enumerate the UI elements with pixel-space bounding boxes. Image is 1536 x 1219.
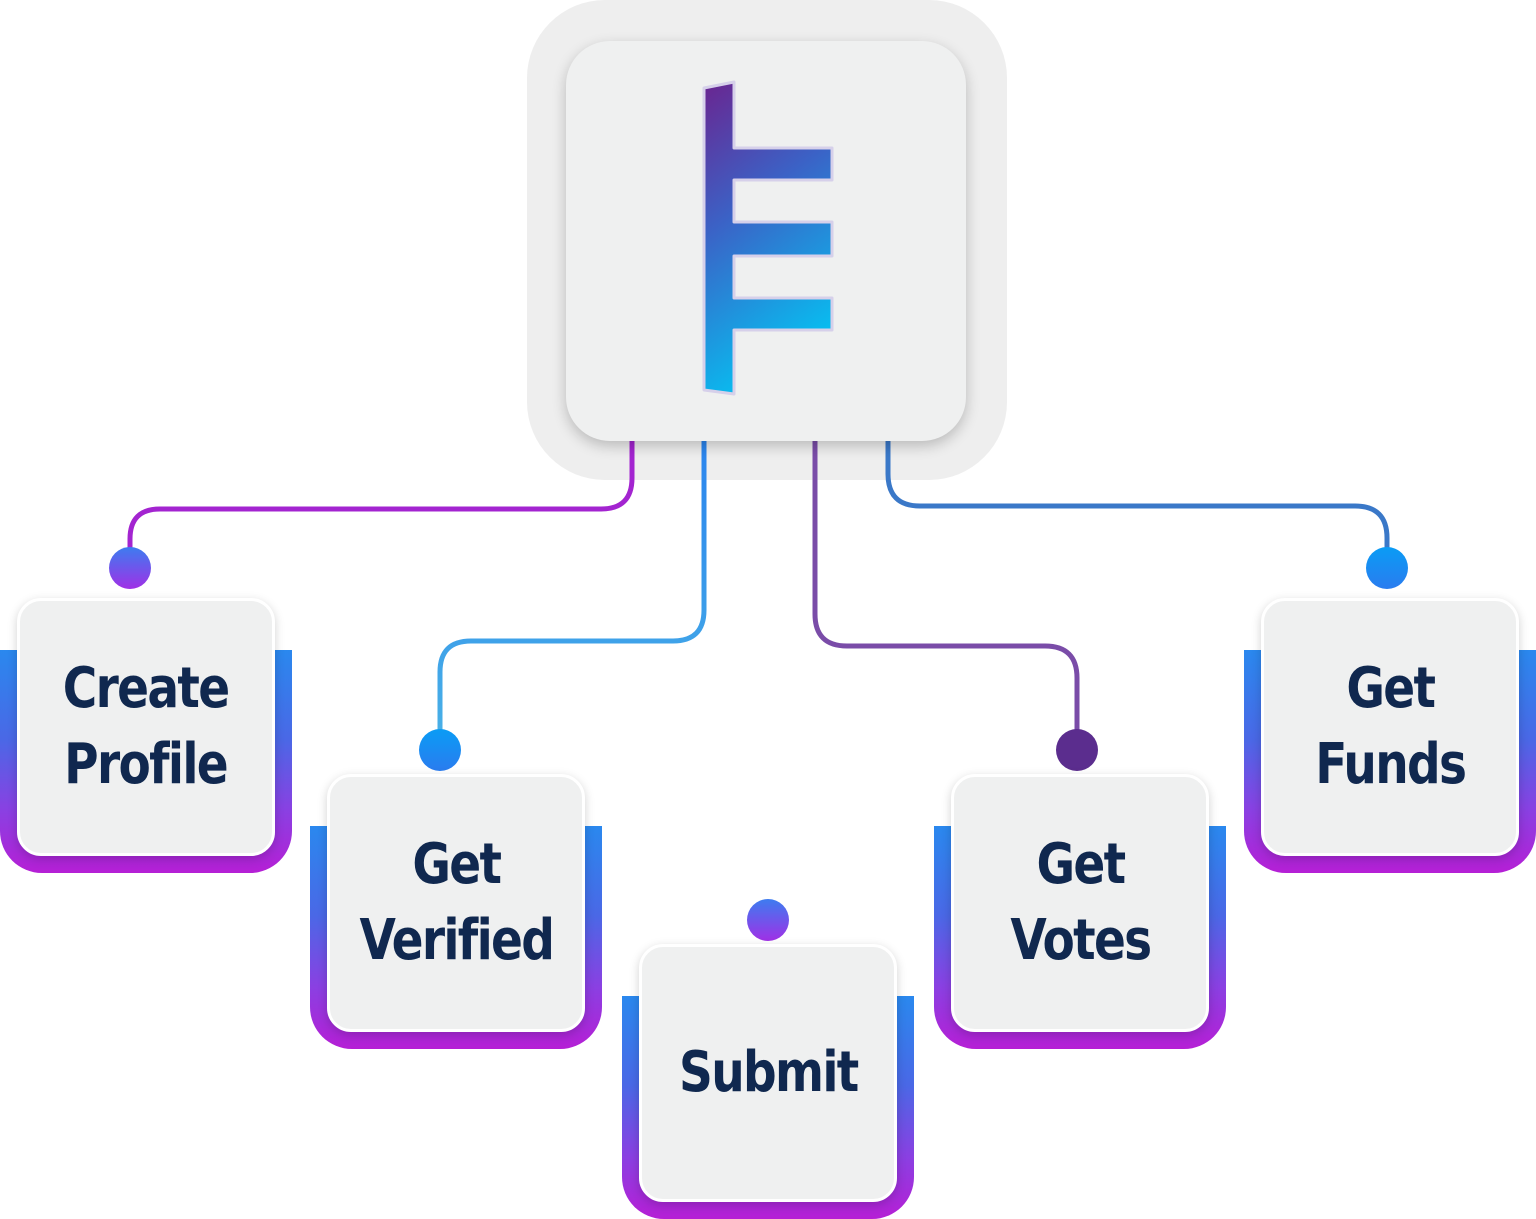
step-get-funds: Get Funds bbox=[1244, 598, 1536, 873]
step-label: Create Profile bbox=[63, 656, 230, 797]
connector-dot-get-funds bbox=[1366, 547, 1408, 589]
connector-get-votes bbox=[812, 440, 1080, 750]
step-get-verified: Get Verified bbox=[310, 774, 602, 1049]
step-label: Get Verified bbox=[359, 832, 554, 973]
step-card: Submit bbox=[639, 944, 897, 1202]
ladder-logo-icon bbox=[702, 80, 834, 396]
step-label: Get Funds bbox=[1314, 656, 1467, 797]
connector-dot-create-profile bbox=[109, 547, 151, 589]
step-card: Get Verified bbox=[327, 774, 585, 1032]
step-label: Get Votes bbox=[1009, 832, 1152, 973]
connector-dot-get-verified bbox=[419, 729, 461, 771]
step-get-votes: Get Votes bbox=[934, 774, 1226, 1049]
connector-create-profile bbox=[127, 440, 635, 568]
step-create-profile: Create Profile bbox=[0, 598, 292, 873]
step-label: Submit bbox=[678, 1040, 859, 1105]
connector-dot-get-votes bbox=[1056, 729, 1098, 771]
step-card: Get Votes bbox=[951, 774, 1209, 1032]
connector-get-funds bbox=[885, 440, 1390, 568]
step-card: Create Profile bbox=[17, 598, 275, 856]
connector-dot-submit bbox=[747, 899, 789, 941]
connector-get-verified bbox=[437, 440, 707, 750]
step-card: Get Funds bbox=[1261, 598, 1519, 856]
step-submit: Submit bbox=[622, 944, 914, 1219]
